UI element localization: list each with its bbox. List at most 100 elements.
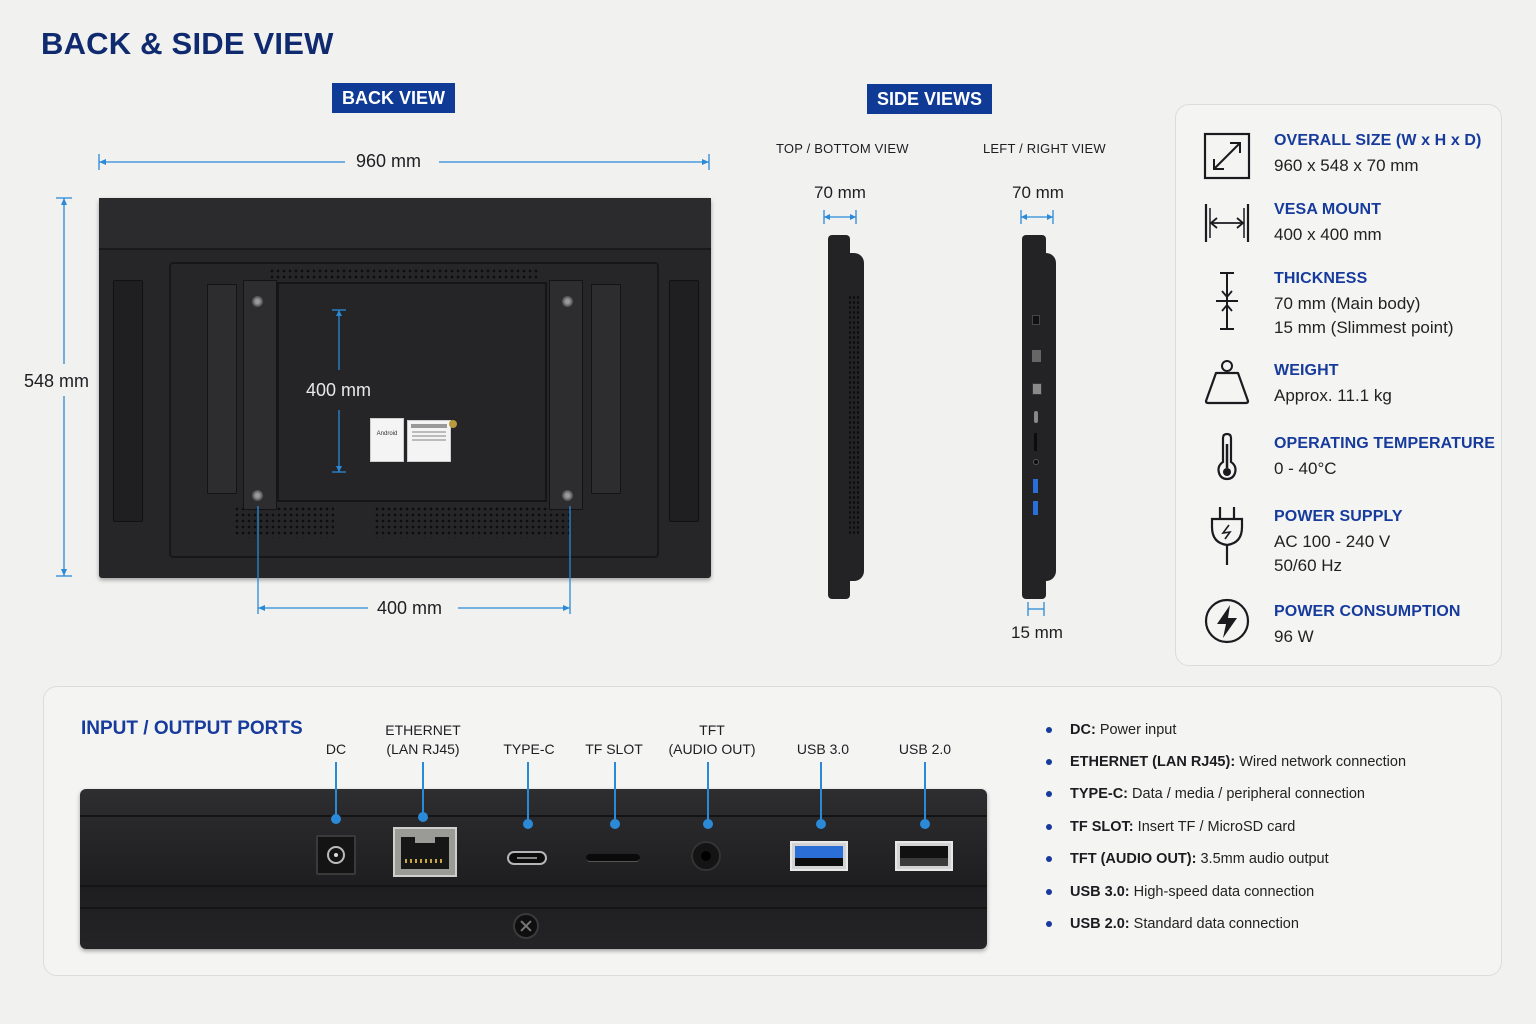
spec-title: VESA MOUNT: [1274, 201, 1382, 218]
slim-label: 15 mm: [1011, 623, 1063, 642]
port-label-type-c: TYPE-C: [503, 741, 555, 757]
leader-dot: [816, 819, 826, 829]
side-ethernet-port-icon: [1032, 383, 1042, 395]
power-plug-icon: [1210, 507, 1244, 565]
android-sticker: Android: [370, 418, 404, 462]
port-description-item: TFT (AUDIO OUT): 3.5mm audio output: [1046, 851, 1329, 867]
left-right-side-image: [1022, 235, 1056, 599]
leader-dot: [920, 819, 930, 829]
port-label-usb3: USB 3.0: [796, 741, 850, 757]
side-type-c-port-icon: [1034, 411, 1038, 423]
side-usb3-port-icon: [1033, 501, 1038, 515]
ports-title: INPUT / OUTPUT PORTS: [81, 718, 303, 739]
vesa-horizontal-dimension: [257, 506, 571, 614]
port-description-name: USB 3.0:: [1070, 884, 1130, 900]
side-usb3-port-icon: [1033, 479, 1038, 493]
spec-value: 70 mm (Main body): [1274, 294, 1421, 313]
vesa-screw-icon: [252, 490, 263, 501]
bottom-right-vent-grill: [374, 506, 574, 538]
width-label: 960 mm: [356, 151, 422, 171]
page-title: BACK & SIDE VIEW: [41, 26, 334, 61]
port-description-text: Power input: [1099, 722, 1177, 738]
spec-value: Approx. 11.1 kg: [1274, 386, 1392, 405]
port-description-item: TF SLOT: Insert TF / MicroSD card: [1046, 819, 1295, 835]
regulatory-sticker: [407, 420, 451, 462]
screw-icon: [513, 913, 539, 939]
thermometer-icon: [1217, 432, 1237, 481]
audio-jack-icon: [691, 841, 721, 871]
spec-title: THICKNESS: [1274, 270, 1368, 287]
spec-value: 50/60 Hz: [1274, 556, 1343, 575]
port-description-name: TYPE-C:: [1070, 786, 1128, 802]
leader-dot: [523, 819, 533, 829]
usb2-port-icon: [895, 841, 953, 871]
spec-value: 96 W: [1274, 627, 1314, 646]
weight-icon: [1204, 360, 1250, 405]
vesa-mount-icon: [1204, 204, 1250, 242]
port-description-item: ETHERNET (LAN RJ45): Wired network conne…: [1046, 754, 1406, 770]
leader-dot: [703, 819, 713, 829]
port-description-item: USB 3.0: High-speed data connection: [1046, 884, 1314, 900]
vesa-screw-icon: [252, 296, 263, 307]
side-views-tag: SIDE VIEWS: [867, 84, 993, 114]
leader-dot: [418, 812, 428, 822]
port-description-name: USB 2.0:: [1070, 916, 1130, 932]
tf-slot-icon: [586, 854, 640, 862]
side-vent-grill: [848, 295, 860, 535]
port-description-item: USB 2.0: Standard data connection: [1046, 916, 1299, 932]
port-description-text: Wired network connection: [1239, 754, 1407, 770]
leader-line: [707, 762, 709, 822]
port-description-item: TYPE-C: Data / media / peripheral connec…: [1046, 786, 1365, 802]
spec-value: 400 x 400 mm: [1274, 225, 1382, 244]
bottom-left-vent-grill: [234, 506, 334, 538]
leader-dot: [331, 814, 341, 824]
slim-dimension: [1027, 602, 1045, 616]
spec-value: 0 - 40°C: [1274, 459, 1337, 478]
port-description-text: Insert TF / MicroSD card: [1137, 819, 1296, 835]
dc-jack-icon: [316, 835, 356, 875]
leader-line: [614, 762, 616, 822]
lightning-icon: [1204, 598, 1250, 644]
port-description-item: DC: Power input: [1046, 722, 1176, 738]
left-rail: [113, 280, 143, 522]
left-right-depth-label: 70 mm: [1012, 183, 1064, 202]
port-description-text: 3.5mm audio output: [1200, 851, 1329, 867]
spec-value: AC 100 - 240 V: [1274, 532, 1391, 551]
diagonal-arrow-icon: [1203, 132, 1251, 180]
top-bottom-depth-label: 70 mm: [814, 183, 866, 202]
inner-frame: [169, 262, 659, 558]
spec-title: OVERALL SIZE (W x H x D): [1274, 132, 1482, 149]
port-label-audio: TFT (AUDIO OUT): [668, 722, 756, 757]
spec-value: 960 x 548 x 70 mm: [1274, 156, 1419, 175]
spec-title: WEIGHT: [1274, 362, 1339, 379]
right-outer-bracket: [591, 284, 621, 494]
back-top-strip: [99, 198, 711, 250]
height-label: 548 mm: [24, 371, 90, 391]
spec-title: POWER CONSUMPTION: [1274, 603, 1461, 620]
vesa-screw-icon: [562, 490, 573, 501]
port-label-ethernet: ETHERNET (LAN RJ45): [385, 722, 461, 757]
side-ethernet-port-icon: [1032, 350, 1041, 362]
android-sticker-text: Android: [376, 431, 398, 437]
right-vesa-bracket: [549, 280, 583, 510]
port-description-name: DC:: [1070, 722, 1096, 738]
vesa-horizontal-label: 400 mm: [377, 598, 443, 618]
thickness-icon: [1216, 272, 1238, 330]
port-description-text: Data / media / peripheral connection: [1132, 786, 1365, 802]
port-label-usb2: USB 2.0: [898, 741, 952, 757]
port-label-dc: DC: [325, 741, 347, 757]
vesa-plate: [277, 282, 547, 502]
top-bottom-depth-dimension: [823, 210, 857, 224]
spec-title: POWER SUPPLY: [1274, 508, 1403, 525]
seal-icon: [449, 420, 457, 428]
spec-title: OPERATING TEMPERATURE: [1274, 435, 1496, 452]
leader-dot: [610, 819, 620, 829]
type-c-port-icon: [507, 851, 547, 865]
port-description-name: TFT (AUDIO OUT):: [1070, 851, 1197, 867]
leader-line: [820, 762, 822, 822]
leader-line: [924, 762, 926, 822]
usb3-port-icon: [790, 841, 848, 871]
back-view-tag: BACK VIEW: [332, 83, 455, 113]
left-outer-bracket: [207, 284, 237, 494]
specs-card: OVERALL SIZE (W x H x D) 960 x 548 x 70 …: [1175, 104, 1502, 666]
